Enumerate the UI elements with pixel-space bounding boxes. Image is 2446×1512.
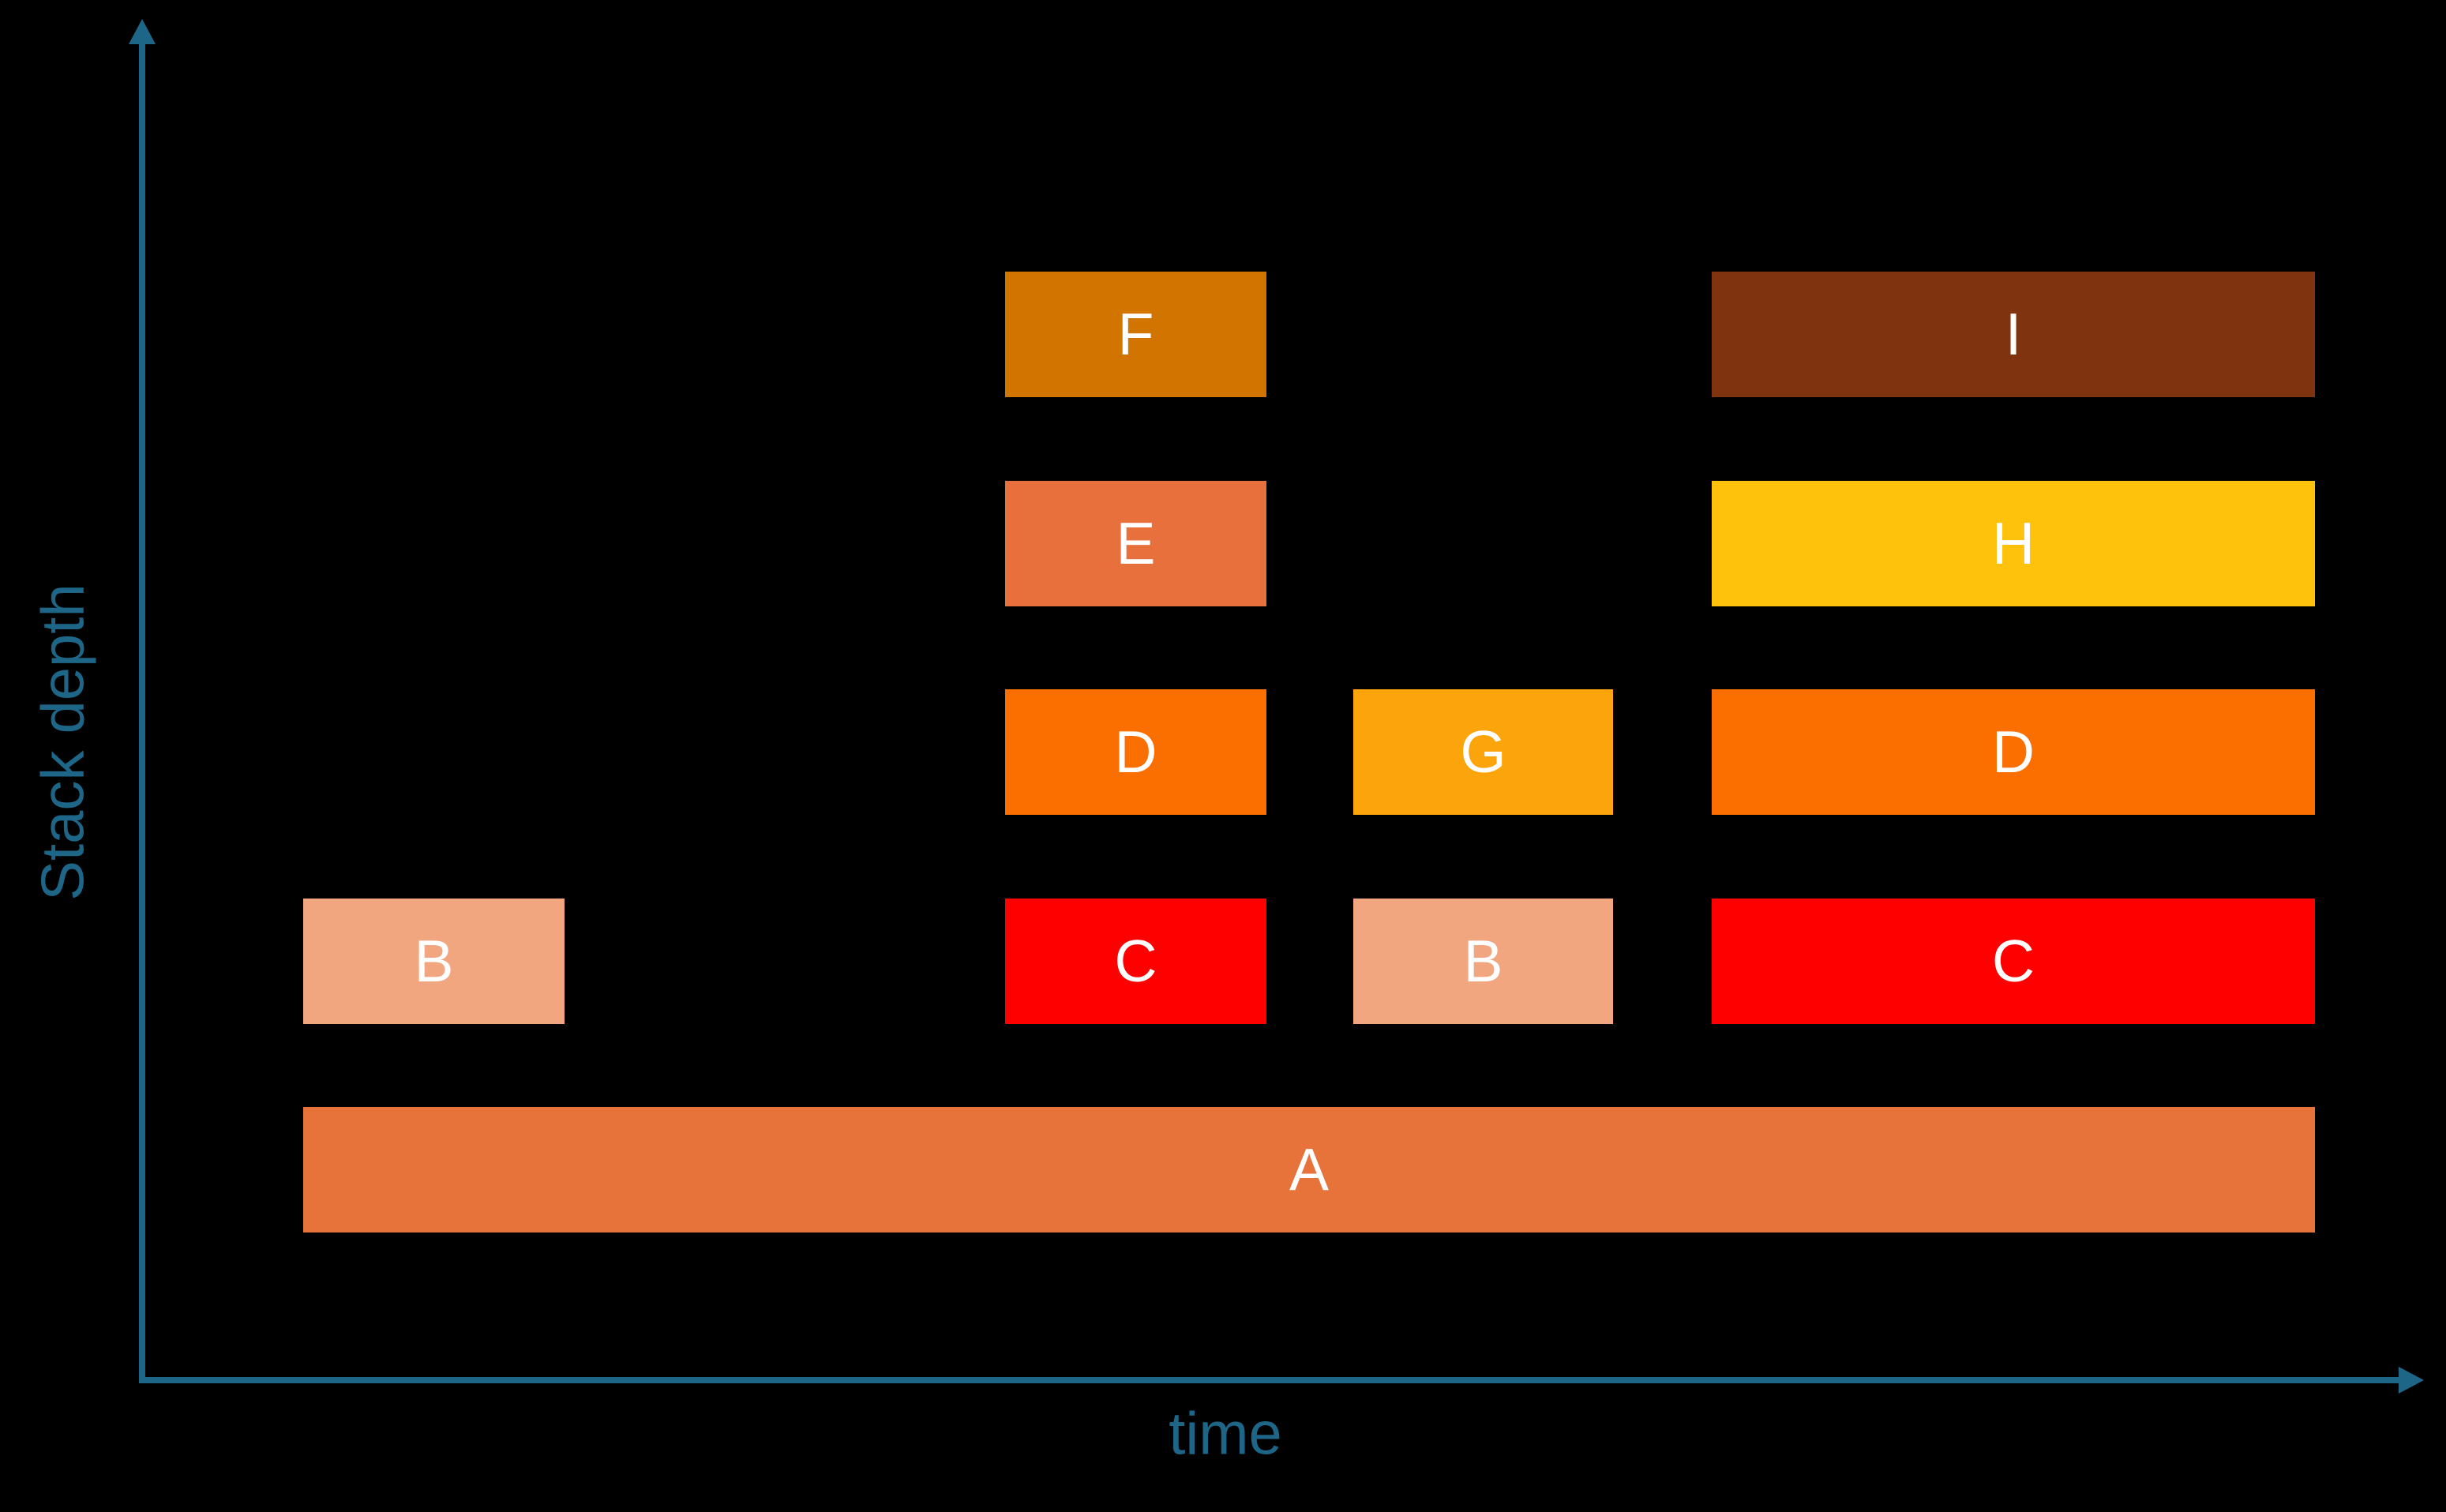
frame-g: G xyxy=(1353,689,1613,815)
frame-label: D xyxy=(1991,718,2035,785)
x-axis-label: time xyxy=(1169,1400,1282,1468)
frame-label: C xyxy=(1114,928,1157,994)
frame-label: E xyxy=(1116,510,1156,576)
frame-i: I xyxy=(1712,272,2315,397)
frame-c: C xyxy=(1005,899,1266,1024)
frame-label: G xyxy=(1460,718,1506,785)
frame-f: F xyxy=(1005,272,1266,397)
frame-d: D xyxy=(1005,689,1266,815)
frame-b: B xyxy=(1353,899,1613,1024)
frame-label: D xyxy=(1114,718,1157,785)
frame-h: H xyxy=(1712,481,2315,606)
frame-a: A xyxy=(303,1107,2315,1232)
x-axis-arrow-icon xyxy=(2399,1367,2424,1394)
y-axis-line xyxy=(139,35,145,1383)
frame-label: A xyxy=(1289,1136,1330,1202)
frame-label: C xyxy=(1991,928,2035,994)
y-axis-arrow-icon xyxy=(129,19,156,44)
x-axis-line xyxy=(139,1377,2403,1383)
frame-d: D xyxy=(1712,689,2315,815)
frame-c: C xyxy=(1712,899,2315,1024)
frame-label: I xyxy=(2005,301,2022,367)
frame-e: E xyxy=(1005,481,1266,606)
frame-b: B xyxy=(303,899,565,1024)
frame-label: B xyxy=(1463,928,1503,994)
frame-label: F xyxy=(1117,301,1154,367)
y-axis-label: Stack depth xyxy=(29,583,97,901)
frame-label: B xyxy=(414,928,454,994)
frame-label: H xyxy=(1991,510,2035,576)
